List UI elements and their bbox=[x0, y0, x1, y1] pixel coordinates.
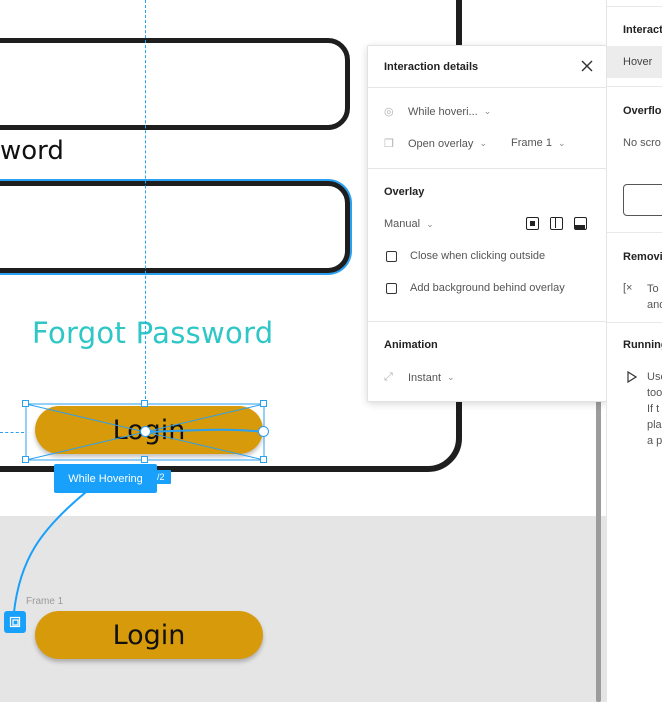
sidebar-divider bbox=[607, 322, 662, 323]
add-background-checkbox[interactable] bbox=[386, 282, 397, 294]
right-sidebar: Interact Hover Overflo No scro Removi [×… bbox=[606, 0, 662, 702]
sidebar-input-box[interactable] bbox=[623, 184, 662, 216]
close-icon[interactable] bbox=[579, 58, 595, 74]
overlay-connection-node[interactable] bbox=[4, 611, 26, 633]
chevron-down-icon: ⌄ bbox=[426, 218, 434, 229]
add-background-label: Add background behind overlay bbox=[410, 282, 565, 294]
running-heading: Running bbox=[623, 339, 662, 351]
chevron-down-icon: ⌄ bbox=[447, 372, 455, 382]
connection-node-right[interactable] bbox=[258, 426, 269, 437]
overlay-heading: Overlay bbox=[384, 186, 425, 198]
connection-node-center[interactable] bbox=[140, 426, 151, 437]
panel-divider bbox=[368, 168, 606, 169]
running-text-line: Use bbox=[647, 371, 662, 383]
username-field[interactable] bbox=[0, 38, 350, 130]
interaction-details-panel: Interaction details ◎ While hoveri... ⌄ … bbox=[367, 45, 607, 402]
chevron-down-icon: ⌄ bbox=[483, 106, 492, 116]
interactions-heading: Interact bbox=[623, 24, 662, 36]
animation-select[interactable]: ⤢ Instant ⌄ bbox=[384, 371, 455, 384]
position-value: Manual bbox=[384, 218, 421, 230]
chevron-down-icon: ⌄ bbox=[557, 137, 566, 148]
removing-text-line: and bbox=[647, 299, 662, 311]
position-center-icon[interactable] bbox=[526, 217, 539, 230]
resize-handle-top-left[interactable] bbox=[22, 400, 29, 407]
running-text-line: too bbox=[647, 387, 662, 399]
animation-heading: Animation bbox=[384, 339, 438, 351]
action-select[interactable]: ❐ Open overlay ⌄ bbox=[384, 137, 487, 151]
forgot-password-link[interactable]: Forgot Password bbox=[32, 316, 274, 350]
vertical-guide-line bbox=[145, 0, 146, 404]
removing-text-line: To bbox=[647, 283, 659, 295]
chevron-down-icon: ⌄ bbox=[479, 138, 487, 148]
horizontal-guide-line bbox=[0, 432, 24, 433]
frame-login-button[interactable]: Login bbox=[35, 611, 263, 659]
panel-divider bbox=[368, 321, 606, 322]
animation-value: Instant bbox=[408, 371, 442, 384]
overlay-position-select[interactable]: Manual ⌄ bbox=[384, 218, 434, 230]
password-label: word bbox=[0, 136, 64, 166]
panel-divider bbox=[368, 87, 606, 88]
running-text-line: pla bbox=[647, 419, 662, 431]
overlay-icon bbox=[9, 616, 21, 628]
frame-1-label[interactable]: Frame 1 bbox=[26, 596, 64, 607]
running-text-line: If t bbox=[647, 403, 660, 415]
canvas-scrollbar[interactable] bbox=[596, 400, 601, 702]
close-outside-checkbox[interactable] bbox=[386, 250, 397, 262]
removing-icon: [× bbox=[623, 282, 633, 294]
removing-heading: Removi bbox=[623, 251, 662, 263]
overflow-select[interactable]: No scro bbox=[623, 137, 661, 149]
instant-animation-icon: ⤢ bbox=[384, 371, 393, 383]
canvas-background-area bbox=[0, 516, 606, 702]
position-bottom-icon[interactable] bbox=[574, 217, 587, 230]
resize-handle-bottom-left[interactable] bbox=[22, 456, 29, 463]
sidebar-divider bbox=[607, 86, 662, 87]
interaction-item-hover[interactable] bbox=[607, 46, 662, 78]
destination-value: Frame 1 bbox=[511, 137, 552, 149]
panel-title: Interaction details bbox=[384, 61, 479, 73]
destination-select[interactable]: Frame 1 ⌄ bbox=[511, 137, 566, 149]
close-outside-label: Close when clicking outside bbox=[410, 250, 546, 262]
hover-trigger-icon: ◎ bbox=[384, 106, 394, 118]
close-outside-option[interactable]: Close when clicking outside bbox=[386, 250, 545, 262]
play-icon bbox=[627, 371, 637, 383]
action-value: Open overlay bbox=[408, 137, 474, 150]
running-text-line: a p bbox=[647, 435, 662, 447]
trigger-value: While hoveri... bbox=[408, 105, 478, 118]
position-left-icon[interactable] bbox=[550, 217, 563, 230]
password-field[interactable] bbox=[0, 181, 350, 273]
resize-handle-bottom-right[interactable] bbox=[260, 456, 267, 463]
sidebar-divider bbox=[607, 232, 662, 233]
resize-handle-top-right[interactable] bbox=[260, 400, 267, 407]
add-background-option[interactable]: Add background behind overlay bbox=[386, 282, 565, 294]
overflow-heading: Overflo bbox=[623, 105, 662, 117]
resize-handle-bottom-mid[interactable] bbox=[141, 456, 148, 463]
interaction-item-label: Hover bbox=[623, 56, 653, 68]
hover-tag-tail: /2 bbox=[155, 470, 171, 484]
sidebar-divider bbox=[607, 6, 662, 7]
overlay-action-icon: ❐ bbox=[384, 138, 394, 150]
trigger-select[interactable]: ◎ While hoveri... ⌄ bbox=[384, 105, 492, 119]
interaction-trigger-tag[interactable]: While Hovering bbox=[54, 464, 157, 493]
resize-handle-top-mid[interactable] bbox=[141, 400, 148, 407]
